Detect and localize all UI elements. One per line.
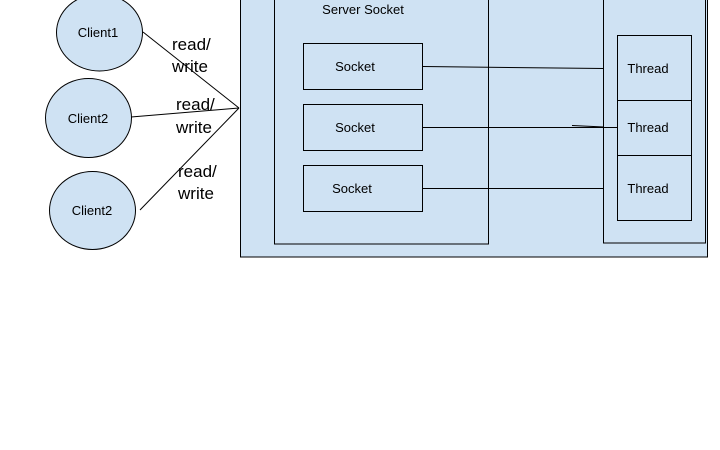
client-connector-1	[142, 31, 240, 109]
edge-label-3: read/ write	[177, 162, 221, 203]
client-connector-2	[130, 107, 240, 118]
client-node-3	[49, 171, 136, 250]
thread-box-1	[617, 35, 692, 101]
client-node-1	[56, 0, 143, 72]
client-label-2: Client2	[68, 111, 108, 126]
socket-box-2	[303, 104, 423, 151]
thread-label-1: Thread	[627, 61, 668, 76]
edge-label-2-line1: read/	[176, 95, 215, 114]
thread-label-2: Thread	[627, 120, 668, 135]
socket-label-1: Socket	[335, 59, 375, 74]
socket-box-1	[303, 43, 423, 90]
client-connector-3	[139, 107, 240, 211]
socket-label-3: Socket	[332, 181, 372, 196]
server-socket-title: Server Socket	[322, 2, 404, 17]
edge-label-1: read/ write	[171, 35, 215, 76]
edge-label-1-line2: write	[171, 57, 208, 76]
socket-thread-connector-2-tick	[571, 125, 605, 128]
socket-thread-connector-1	[422, 66, 605, 69]
edge-label-2-line2: write	[175, 118, 212, 137]
socket-box-3	[303, 165, 423, 212]
thread-box-3	[617, 155, 692, 221]
client-label-1: Client1	[78, 25, 118, 40]
client-node-2	[45, 78, 132, 158]
thread-label-3: Thread	[627, 181, 668, 196]
socket-label-2: Socket	[335, 120, 375, 135]
edge-label-3-line1: read/	[178, 162, 217, 181]
edge-label-2: read/ write	[175, 95, 219, 137]
client-label-3: Client2	[72, 203, 112, 218]
edge-label-3-line2: write	[177, 184, 214, 203]
edge-label-1-line1: read/	[172, 35, 211, 54]
